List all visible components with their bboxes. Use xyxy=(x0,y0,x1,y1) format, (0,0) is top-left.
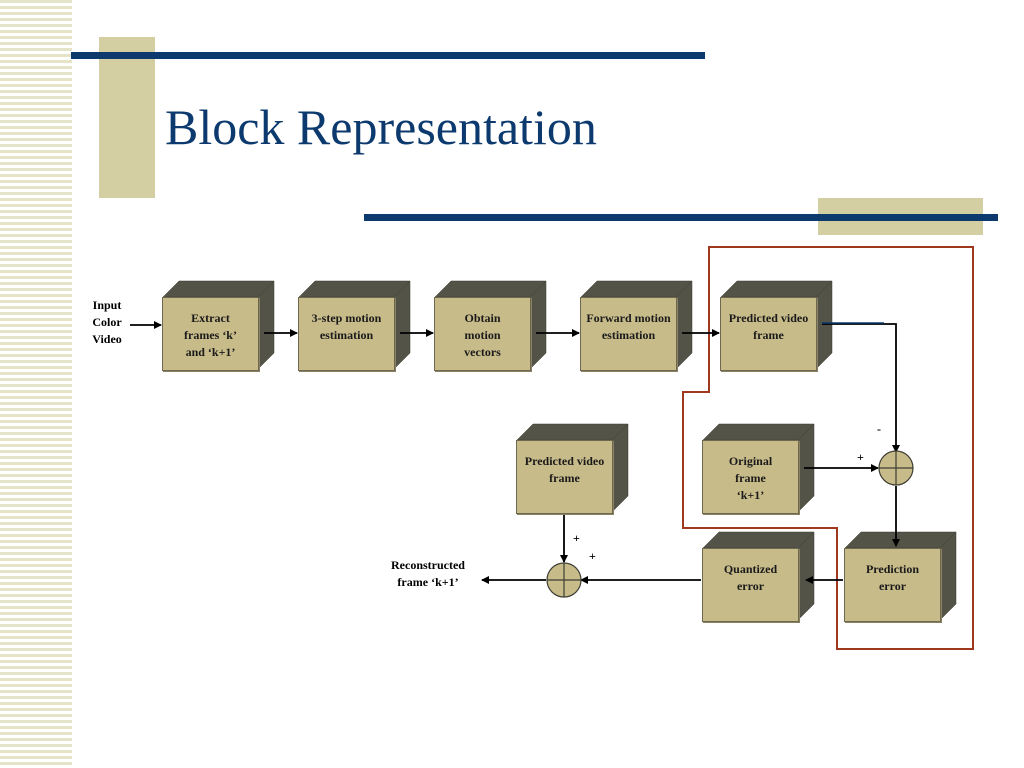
title-bar-bottom xyxy=(364,214,998,221)
plus-sign-sum2-b: + xyxy=(589,549,596,563)
reconstructed-frame-label: Reconstructed frame ‘k+1’ xyxy=(391,558,465,589)
block-3step-motion: 3-step motion estimation xyxy=(298,297,395,371)
accent-block-top xyxy=(99,37,155,198)
block-depth-faces xyxy=(162,280,957,621)
block-quantized-error-label: Quantized error xyxy=(723,562,778,593)
plus-sign-sum1: + xyxy=(857,450,864,464)
highlight-region xyxy=(682,246,974,650)
block-obtain-motion-vectors-label: Obtain motion vectors xyxy=(464,311,501,359)
block-predicted-frame-bottom: Predicted video frame xyxy=(516,440,613,514)
summing-junction-1 xyxy=(878,450,914,486)
block-original-frame-label: Original frame ‘k+1’ xyxy=(728,454,773,502)
block-obtain-motion-vectors: Obtain motion vectors xyxy=(434,297,531,371)
minus-sign-label: - xyxy=(877,422,881,436)
title-bar-top xyxy=(71,52,705,59)
block-prediction-error-label: Prediction error xyxy=(865,562,920,593)
block-3step-motion-label: 3-step motion estimation xyxy=(311,311,382,342)
block-prediction-error: Prediction error xyxy=(844,548,941,622)
slide-title: Block Representation xyxy=(165,99,597,155)
left-stripe-decoration xyxy=(0,0,72,768)
plus-sign-sum2-a: + xyxy=(573,531,580,545)
block-extract-frames-label: Extract frames ‘k’ and ‘k+1’ xyxy=(184,311,237,359)
summing-junction-2 xyxy=(546,562,582,598)
block-quantized-error: Quantized error xyxy=(702,548,799,622)
block-predicted-frame-bottom-label: Predicted video frame xyxy=(524,454,605,485)
block-forward-motion: Forward motion estimation xyxy=(580,297,677,371)
block-original-frame: Original frame ‘k+1’ xyxy=(702,440,799,514)
input-color-video-label: Input Color Video xyxy=(92,298,122,346)
block-extract-frames: Extract frames ‘k’ and ‘k+1’ xyxy=(162,297,259,371)
block-forward-motion-label: Forward motion estimation xyxy=(586,311,671,342)
block-predicted-frame-top-label: Predicted video frame xyxy=(728,311,809,342)
arrow-predicted-sum xyxy=(822,323,900,453)
block-predicted-frame-top: Predicted video frame xyxy=(720,297,817,371)
